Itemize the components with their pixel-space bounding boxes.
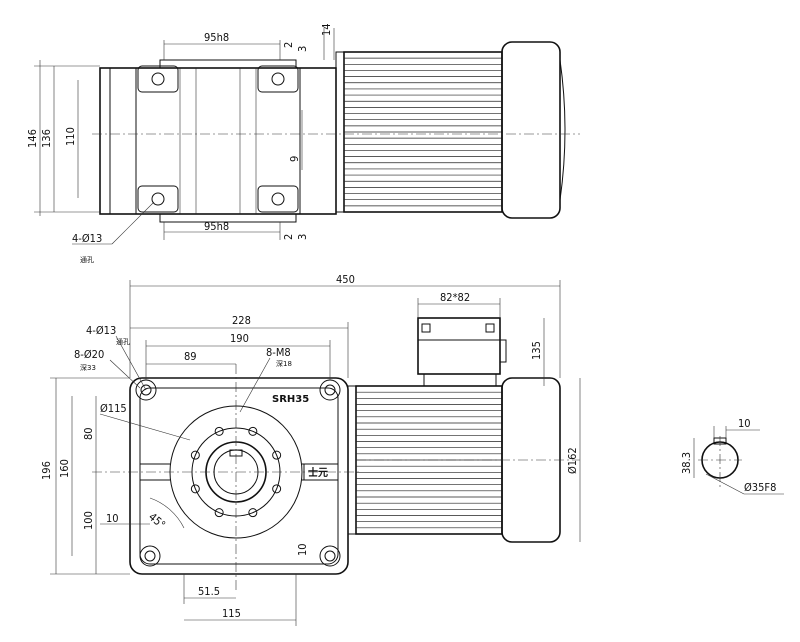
top-dim-95h8-top: 95h8 xyxy=(204,31,229,44)
top-motor-cap-curve xyxy=(559,59,566,201)
front-dim-8-20: 8-Ø20 xyxy=(74,348,104,361)
top-dim-3-top: 3 xyxy=(296,46,309,52)
bolt-hole xyxy=(214,426,224,436)
shaft-dim-35f8: Ø35F8 xyxy=(744,481,776,494)
front-dim-51-5: 51.5 xyxy=(198,585,220,598)
top-dim-2-bottom: 2 xyxy=(282,234,295,240)
front-dim-10-left: 10 xyxy=(106,512,119,525)
top-dim-3-bottom: 3 xyxy=(296,234,309,240)
top-hole-note: 通孔 xyxy=(80,255,94,264)
top-hole-tl xyxy=(151,72,165,86)
top-dim-9: 9 xyxy=(288,156,301,162)
top-dim-95h8-bottom: 95h8 xyxy=(204,220,229,233)
front-dim-45deg: 45° xyxy=(146,510,168,531)
top-lug-br xyxy=(257,185,299,213)
front-dim-45-arc xyxy=(149,497,185,529)
front-dim-135: 135 xyxy=(530,341,543,360)
shaft-section: 10 38.3 Ø35F8 xyxy=(680,417,784,495)
front-dim-8m8: 8-M8 xyxy=(266,346,291,359)
top-lug-tl xyxy=(137,65,179,93)
front-dim-162: Ø162 xyxy=(566,447,579,474)
bolt-hole xyxy=(248,508,258,518)
top-motor-fins xyxy=(344,57,502,207)
front-model: SRH35 xyxy=(272,394,309,405)
top-spigot-top xyxy=(159,59,297,69)
front-dim-450: 450 xyxy=(336,273,355,286)
bolt-hole xyxy=(248,426,258,436)
top-dim-14: 14 xyxy=(320,23,333,36)
front-dim-196: 196 xyxy=(40,461,53,480)
front-dim-100: 100 xyxy=(82,511,95,530)
top-flange-right-rib xyxy=(299,67,337,215)
front-dim-190: 190 xyxy=(230,332,249,345)
front-bolt-holes xyxy=(190,426,282,518)
bolt-hole xyxy=(272,450,282,460)
top-dim-2-top: 2 xyxy=(282,42,295,48)
top-lug-bl xyxy=(137,185,179,213)
top-flange-left-rib xyxy=(109,67,137,215)
front-dim-4-13-note: 通孔 xyxy=(116,337,130,346)
front-motor-fins xyxy=(356,391,502,529)
top-lug-tr xyxy=(257,65,299,93)
bolt-hole xyxy=(190,484,200,494)
top-view: 95h8 95h8 2 3 2 3 14 9 146 136 110 4-Ø13… xyxy=(26,23,580,264)
shaft-dim-38-3: 38.3 xyxy=(680,452,693,474)
front-dim-4-13: 4-Ø13 xyxy=(86,324,116,337)
front-corner-boss-br xyxy=(319,545,341,567)
front-dim-89: 89 xyxy=(184,350,197,363)
bolt-hole xyxy=(214,508,224,518)
front-motor-flange xyxy=(347,385,357,535)
front-dim-8-20-note: 深33 xyxy=(80,363,96,372)
top-motor-cap xyxy=(501,41,561,219)
top-spigot-bottom xyxy=(159,213,297,223)
bolt-hole xyxy=(190,450,200,460)
front-dim-228: 228 xyxy=(232,314,251,327)
top-dim-110: 110 xyxy=(64,127,77,146)
front-dim-80: 80 xyxy=(82,427,95,440)
front-dim-115-dia: Ø115 xyxy=(100,402,127,415)
top-hole-leader xyxy=(111,201,155,245)
front-view: 士元 SRH35 450 228 190 89 8-M8 深18 xyxy=(40,273,581,626)
shaft-dim-10: 10 xyxy=(738,417,751,430)
top-hole-br xyxy=(271,192,285,206)
front-dim-8m8-note: 深18 xyxy=(276,359,292,368)
top-hole-label: 4-Ø13 xyxy=(72,232,102,245)
bolt-hole xyxy=(272,484,282,494)
top-dim-146: 146 xyxy=(26,129,39,148)
top-hole-tr xyxy=(271,72,285,86)
front-brand: 士元 xyxy=(308,466,328,479)
front-corner-boss-bl xyxy=(139,545,161,567)
front-dim-115: 115 xyxy=(222,607,241,620)
front-dim-82x82: 82*82 xyxy=(440,291,470,304)
top-hole-bl xyxy=(151,192,165,206)
top-motor-flange xyxy=(335,51,345,213)
front-dim-10-right: 10 xyxy=(296,543,309,556)
front-corner-boss-tr xyxy=(319,379,341,401)
front-dim-160: 160 xyxy=(58,459,71,478)
top-dim-136: 136 xyxy=(40,129,53,148)
top-flange-outline xyxy=(99,67,337,215)
